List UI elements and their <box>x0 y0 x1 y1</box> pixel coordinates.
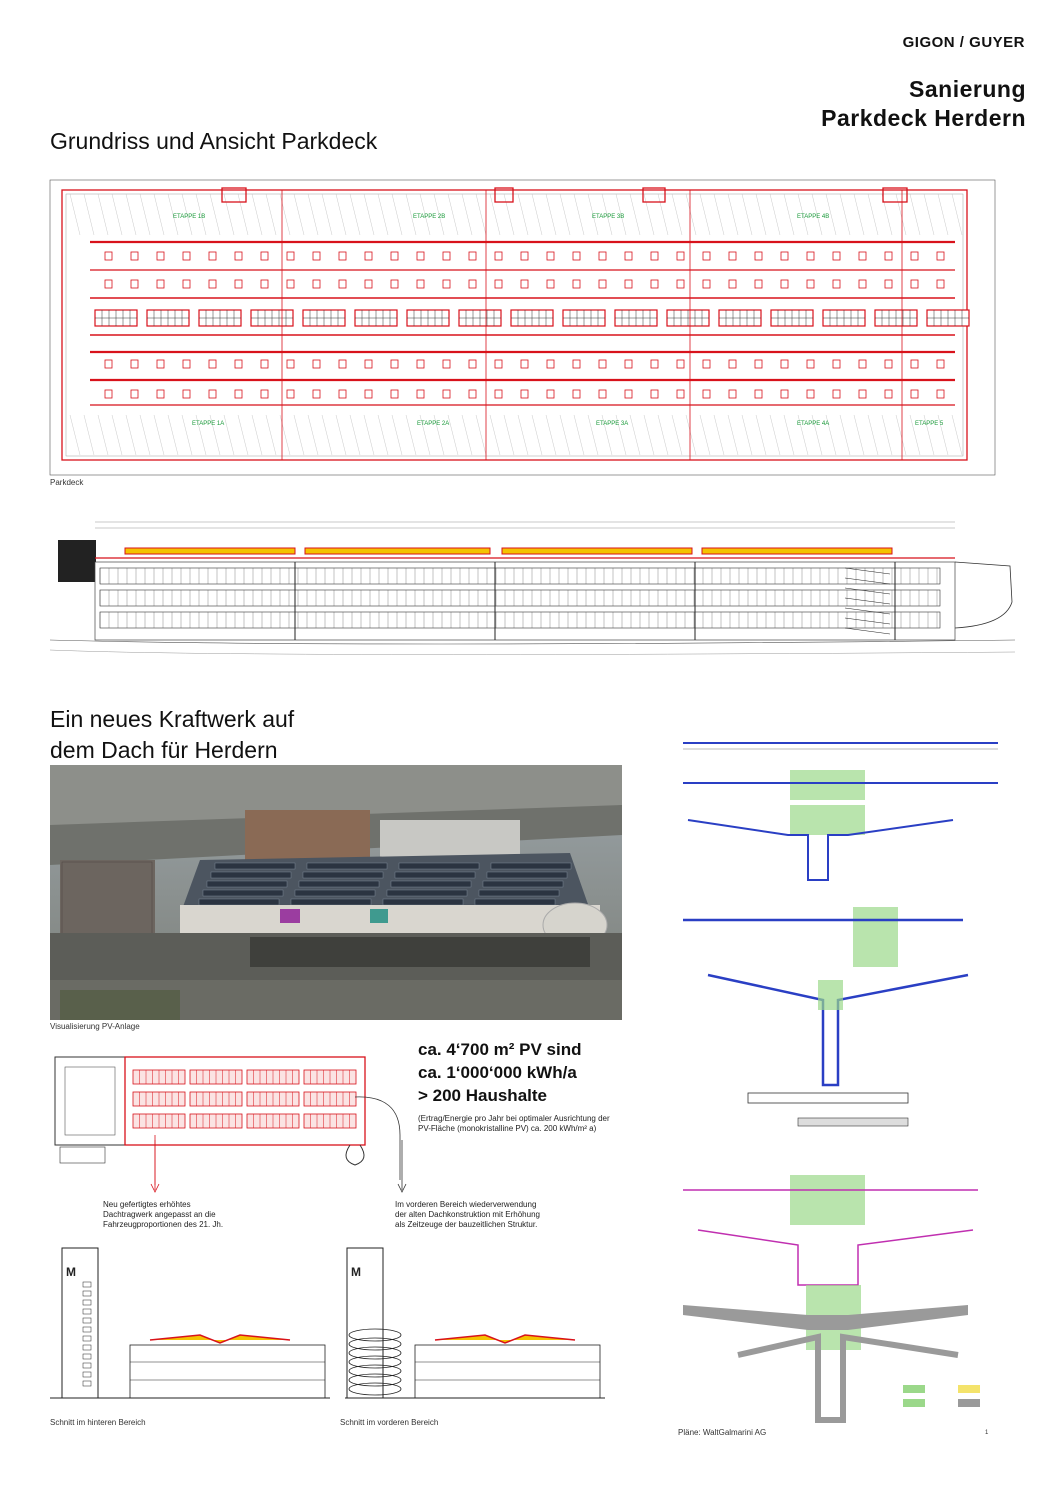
etappe-label: ETAPPE 4B <box>797 214 829 220</box>
key-figure-pv-area: ca. 4‘700 m² PV sind <box>418 1040 582 1059</box>
annotation-left: Neu gefertigtes erhöhtes Dachtragwerk an… <box>103 1200 224 1229</box>
etappe-label: ETAPPE 2A <box>417 421 449 427</box>
key-figures: ca. 4‘700 m² PV sind ca. 1‘000‘000 kWh/a… <box>418 1038 581 1107</box>
etappe-label: ETAPPE 5 <box>915 421 944 427</box>
etappe-label: ETAPPE 2B <box>413 214 445 220</box>
section-drawing-front: M <box>345 1247 605 1399</box>
floor-plan-drawing: ETAPPE 1B ETAPPE 2B ETAPPE 3B ETAPPE 4B … <box>49 179 996 476</box>
annotation-arrows <box>150 1140 407 1193</box>
project-title-line1: Sanierung <box>909 76 1026 102</box>
plan-caption: Parkdeck <box>50 478 84 487</box>
etappe-label: ETAPPE 1A <box>192 421 224 427</box>
section-drawing-rear: M <box>50 1247 330 1399</box>
etappe-label: ETAPPE 3A <box>596 421 628 427</box>
key-figure-energy: ca. 1‘000‘000 kWh/a <box>418 1063 577 1082</box>
svg-text:M: M <box>66 1265 76 1279</box>
svg-text:M: M <box>351 1265 361 1279</box>
section2-heading-line1: Ein neues Kraftwerk auf <box>50 706 295 732</box>
section1-heading: Grundriss und Ansicht Parkdeck <box>50 128 378 154</box>
firm-name: GIGON / GUYER <box>902 34 1025 51</box>
key-figure-households: > 200 Haushalte <box>418 1086 547 1105</box>
section-caption-front: Schnitt im vorderen Bereich <box>340 1418 439 1427</box>
page-number: 1 <box>985 1430 989 1436</box>
project-title-line2: Parkdeck Herdern <box>821 105 1026 131</box>
aerial-visualisation-image <box>50 765 622 1020</box>
plans-credit: Pläne: WaltGalmarini AG <box>678 1428 767 1437</box>
etappe-label: ETAPPE 4A <box>797 421 829 427</box>
section-caption-rear: Schnitt im hinteren Bereich <box>50 1418 146 1427</box>
key-figures-note: (Ertrag/Energie pro Jahr bei optimaler A… <box>418 1114 610 1133</box>
project-title: Sanierung Parkdeck Herdern <box>821 75 1026 133</box>
photo-caption: Visualisierung PV-Anlage <box>50 1022 140 1031</box>
roof-detail-drawings <box>683 742 998 1423</box>
etappe-label: ETAPPE 3B <box>592 214 624 220</box>
pv-roof-plan <box>54 1056 401 1185</box>
section2-heading: Ein neues Kraftwerk auf dem Dach für Her… <box>50 704 294 766</box>
section2-heading-line2: dem Dach für Herdern <box>50 737 278 763</box>
etappe-label: ETAPPE 1B <box>173 214 205 220</box>
elevation-drawing <box>49 521 1016 655</box>
annotation-right: Im vorderen Bereich wiederverwendung der… <box>395 1200 540 1229</box>
